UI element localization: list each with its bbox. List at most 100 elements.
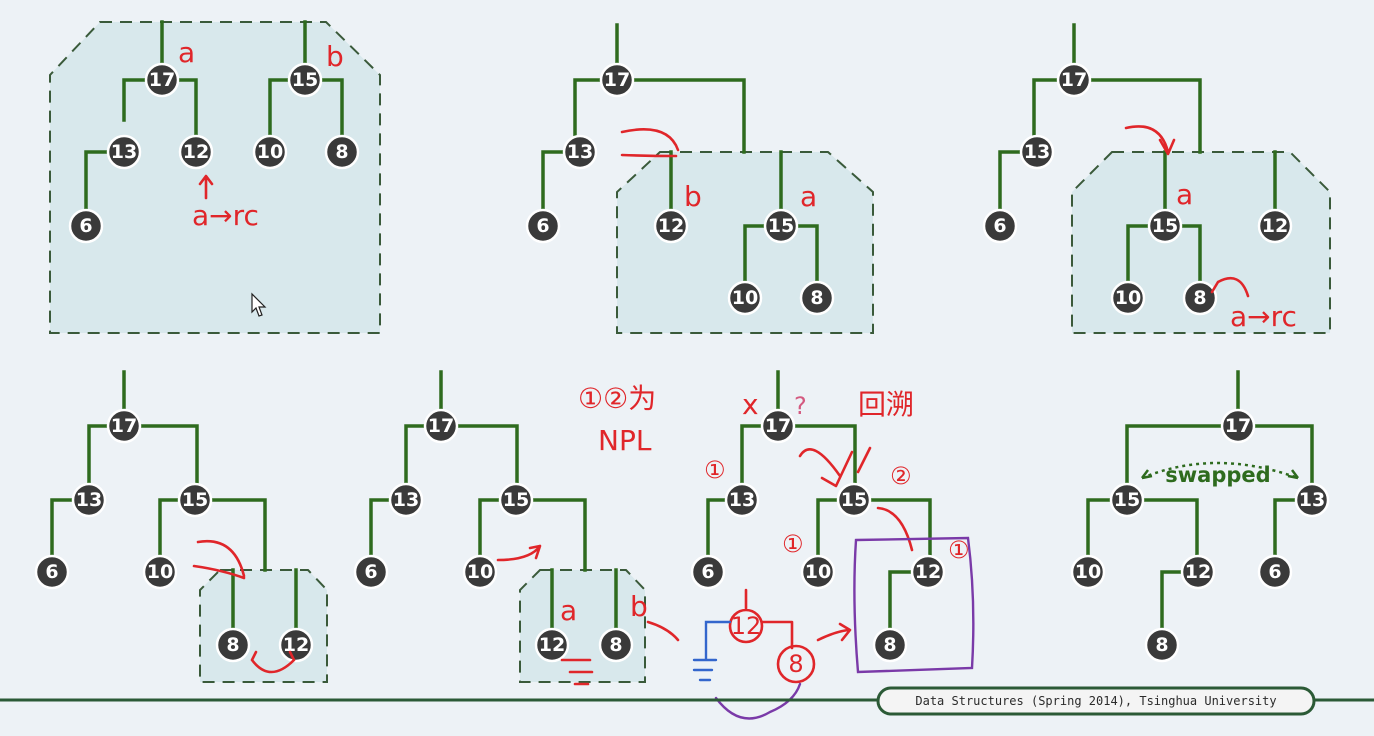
annot-npl: NPL <box>598 424 652 457</box>
annot-sketch-arrow <box>816 622 852 642</box>
svg-text:8: 8 <box>1193 287 1206 309</box>
node-p7-17: 17 <box>1220 408 1256 444</box>
svg-text:15: 15 <box>768 215 794 237</box>
annot-a-p5: a <box>560 594 577 627</box>
annot-sketch-12: 12 <box>731 612 762 640</box>
svg-text:12: 12 <box>1262 215 1288 237</box>
svg-text:13: 13 <box>1299 489 1325 511</box>
nodes-p7: 17 15 13 10 12 6 8 <box>1070 408 1330 663</box>
node-p7-8: 8 <box>1144 627 1180 663</box>
annot-arrow-p3 <box>1124 125 1176 156</box>
node-p5-12: 12 <box>534 627 570 663</box>
node-p2-15: 15 <box>763 208 799 244</box>
annot-arrow-p4 <box>192 539 246 580</box>
svg-text:8: 8 <box>1155 634 1168 656</box>
swap-arc <box>1141 461 1299 480</box>
node-p3-17: 17 <box>1056 62 1092 98</box>
svg-text:10: 10 <box>257 141 283 163</box>
svg-text:15: 15 <box>292 69 318 91</box>
nodes-p3: 17 13 6 15 12 10 8 <box>982 62 1293 316</box>
annot-sketch-8: 8 <box>788 650 803 678</box>
annot-two-15: ② <box>890 462 912 490</box>
node-p3-12: 12 <box>1257 208 1293 244</box>
svg-text:6: 6 <box>701 561 714 583</box>
node-p5-6: 6 <box>353 554 389 590</box>
annot-swap-p4 <box>250 650 296 674</box>
node-p3-6: 6 <box>982 208 1018 244</box>
node-p3-13: 13 <box>1019 134 1055 170</box>
node-p1-17: 17 <box>144 62 180 98</box>
annot-one-13: ① <box>704 456 726 484</box>
node-p6-6: 6 <box>690 554 726 590</box>
node-p1-15: 15 <box>287 62 323 98</box>
annot-sketch-purple-arc <box>714 682 802 720</box>
annot-one-10: ① <box>782 530 804 558</box>
annot-backtrack-arrow <box>876 506 914 552</box>
footer-text: Data Structures (Spring 2014), Tsinghua … <box>915 694 1276 708</box>
annot-npl-title: ①②为 <box>578 382 656 415</box>
annot-b-p2: b <box>684 180 702 213</box>
annot-a-p2: a <box>800 180 817 213</box>
svg-text:6: 6 <box>993 215 1006 237</box>
node-p5-13: 13 <box>388 482 424 518</box>
svg-text:10: 10 <box>467 561 493 583</box>
annot-b-arrow-p5 <box>646 620 680 642</box>
svg-text:10: 10 <box>147 561 173 583</box>
svg-text:10: 10 <box>1115 287 1141 309</box>
svg-text:17: 17 <box>604 69 630 91</box>
annot-arrow-p2 <box>620 128 680 158</box>
svg-text:15: 15 <box>1152 215 1178 237</box>
annot-marks-p6 <box>798 446 872 488</box>
svg-text:12: 12 <box>539 634 565 656</box>
node-p2-6: 6 <box>525 208 561 244</box>
svg-text:8: 8 <box>226 634 239 656</box>
svg-text:6: 6 <box>364 561 377 583</box>
svg-text:10: 10 <box>732 287 758 309</box>
svg-text:12: 12 <box>283 634 309 656</box>
node-p5-15: 15 <box>498 482 534 518</box>
annot-ground-p5 <box>560 658 594 686</box>
swapped-label: swapped <box>1165 463 1270 487</box>
subtree-box-p5 <box>519 569 646 683</box>
node-p4-6: 6 <box>34 554 70 590</box>
node-p6-15: 15 <box>836 482 872 518</box>
svg-text:8: 8 <box>883 634 896 656</box>
node-p7-10: 10 <box>1070 554 1106 590</box>
svg-text:17: 17 <box>765 415 791 437</box>
edges <box>50 20 1314 647</box>
node-p4-13: 13 <box>71 482 107 518</box>
node-p6-17: 17 <box>760 408 796 444</box>
nodes-p5: 17 13 15 6 10 12 8 <box>353 408 634 663</box>
node-p1-8: 8 <box>324 134 360 170</box>
svg-text:15: 15 <box>182 489 208 511</box>
svg-text:15: 15 <box>841 489 867 511</box>
node-p6-8: 8 <box>872 627 908 663</box>
node-p1-10: 10 <box>252 134 288 170</box>
swap-arrowheads <box>1141 469 1299 480</box>
svg-text:10: 10 <box>1075 561 1101 583</box>
svg-text:6: 6 <box>45 561 58 583</box>
annot-backtrack: 回溯 <box>858 388 914 421</box>
node-p6-10: 10 <box>800 554 836 590</box>
svg-text:6: 6 <box>1268 561 1281 583</box>
svg-text:13: 13 <box>393 489 419 511</box>
nodes-p4: 17 13 15 6 10 8 12 <box>34 408 314 663</box>
node-p5-17: 17 <box>423 408 459 444</box>
svg-text:17: 17 <box>1061 69 1087 91</box>
svg-text:12: 12 <box>658 215 684 237</box>
subtree-box-p1 <box>49 21 381 334</box>
svg-text:6: 6 <box>536 215 549 237</box>
svg-text:10: 10 <box>805 561 831 583</box>
svg-text:17: 17 <box>428 415 454 437</box>
nodes-p2: 17 13 6 12 15 10 8 <box>525 62 835 316</box>
node-p7-15: 15 <box>1109 482 1145 518</box>
svg-text:13: 13 <box>567 141 593 163</box>
svg-text:15: 15 <box>1114 489 1140 511</box>
annot-one-12: ① <box>948 536 970 564</box>
node-p4-10: 10 <box>142 554 178 590</box>
annot-b-p5: b <box>630 590 648 623</box>
svg-text:8: 8 <box>810 287 823 309</box>
node-p2-13: 13 <box>562 134 598 170</box>
annot-a-rc-p1: a→rc <box>192 199 259 232</box>
